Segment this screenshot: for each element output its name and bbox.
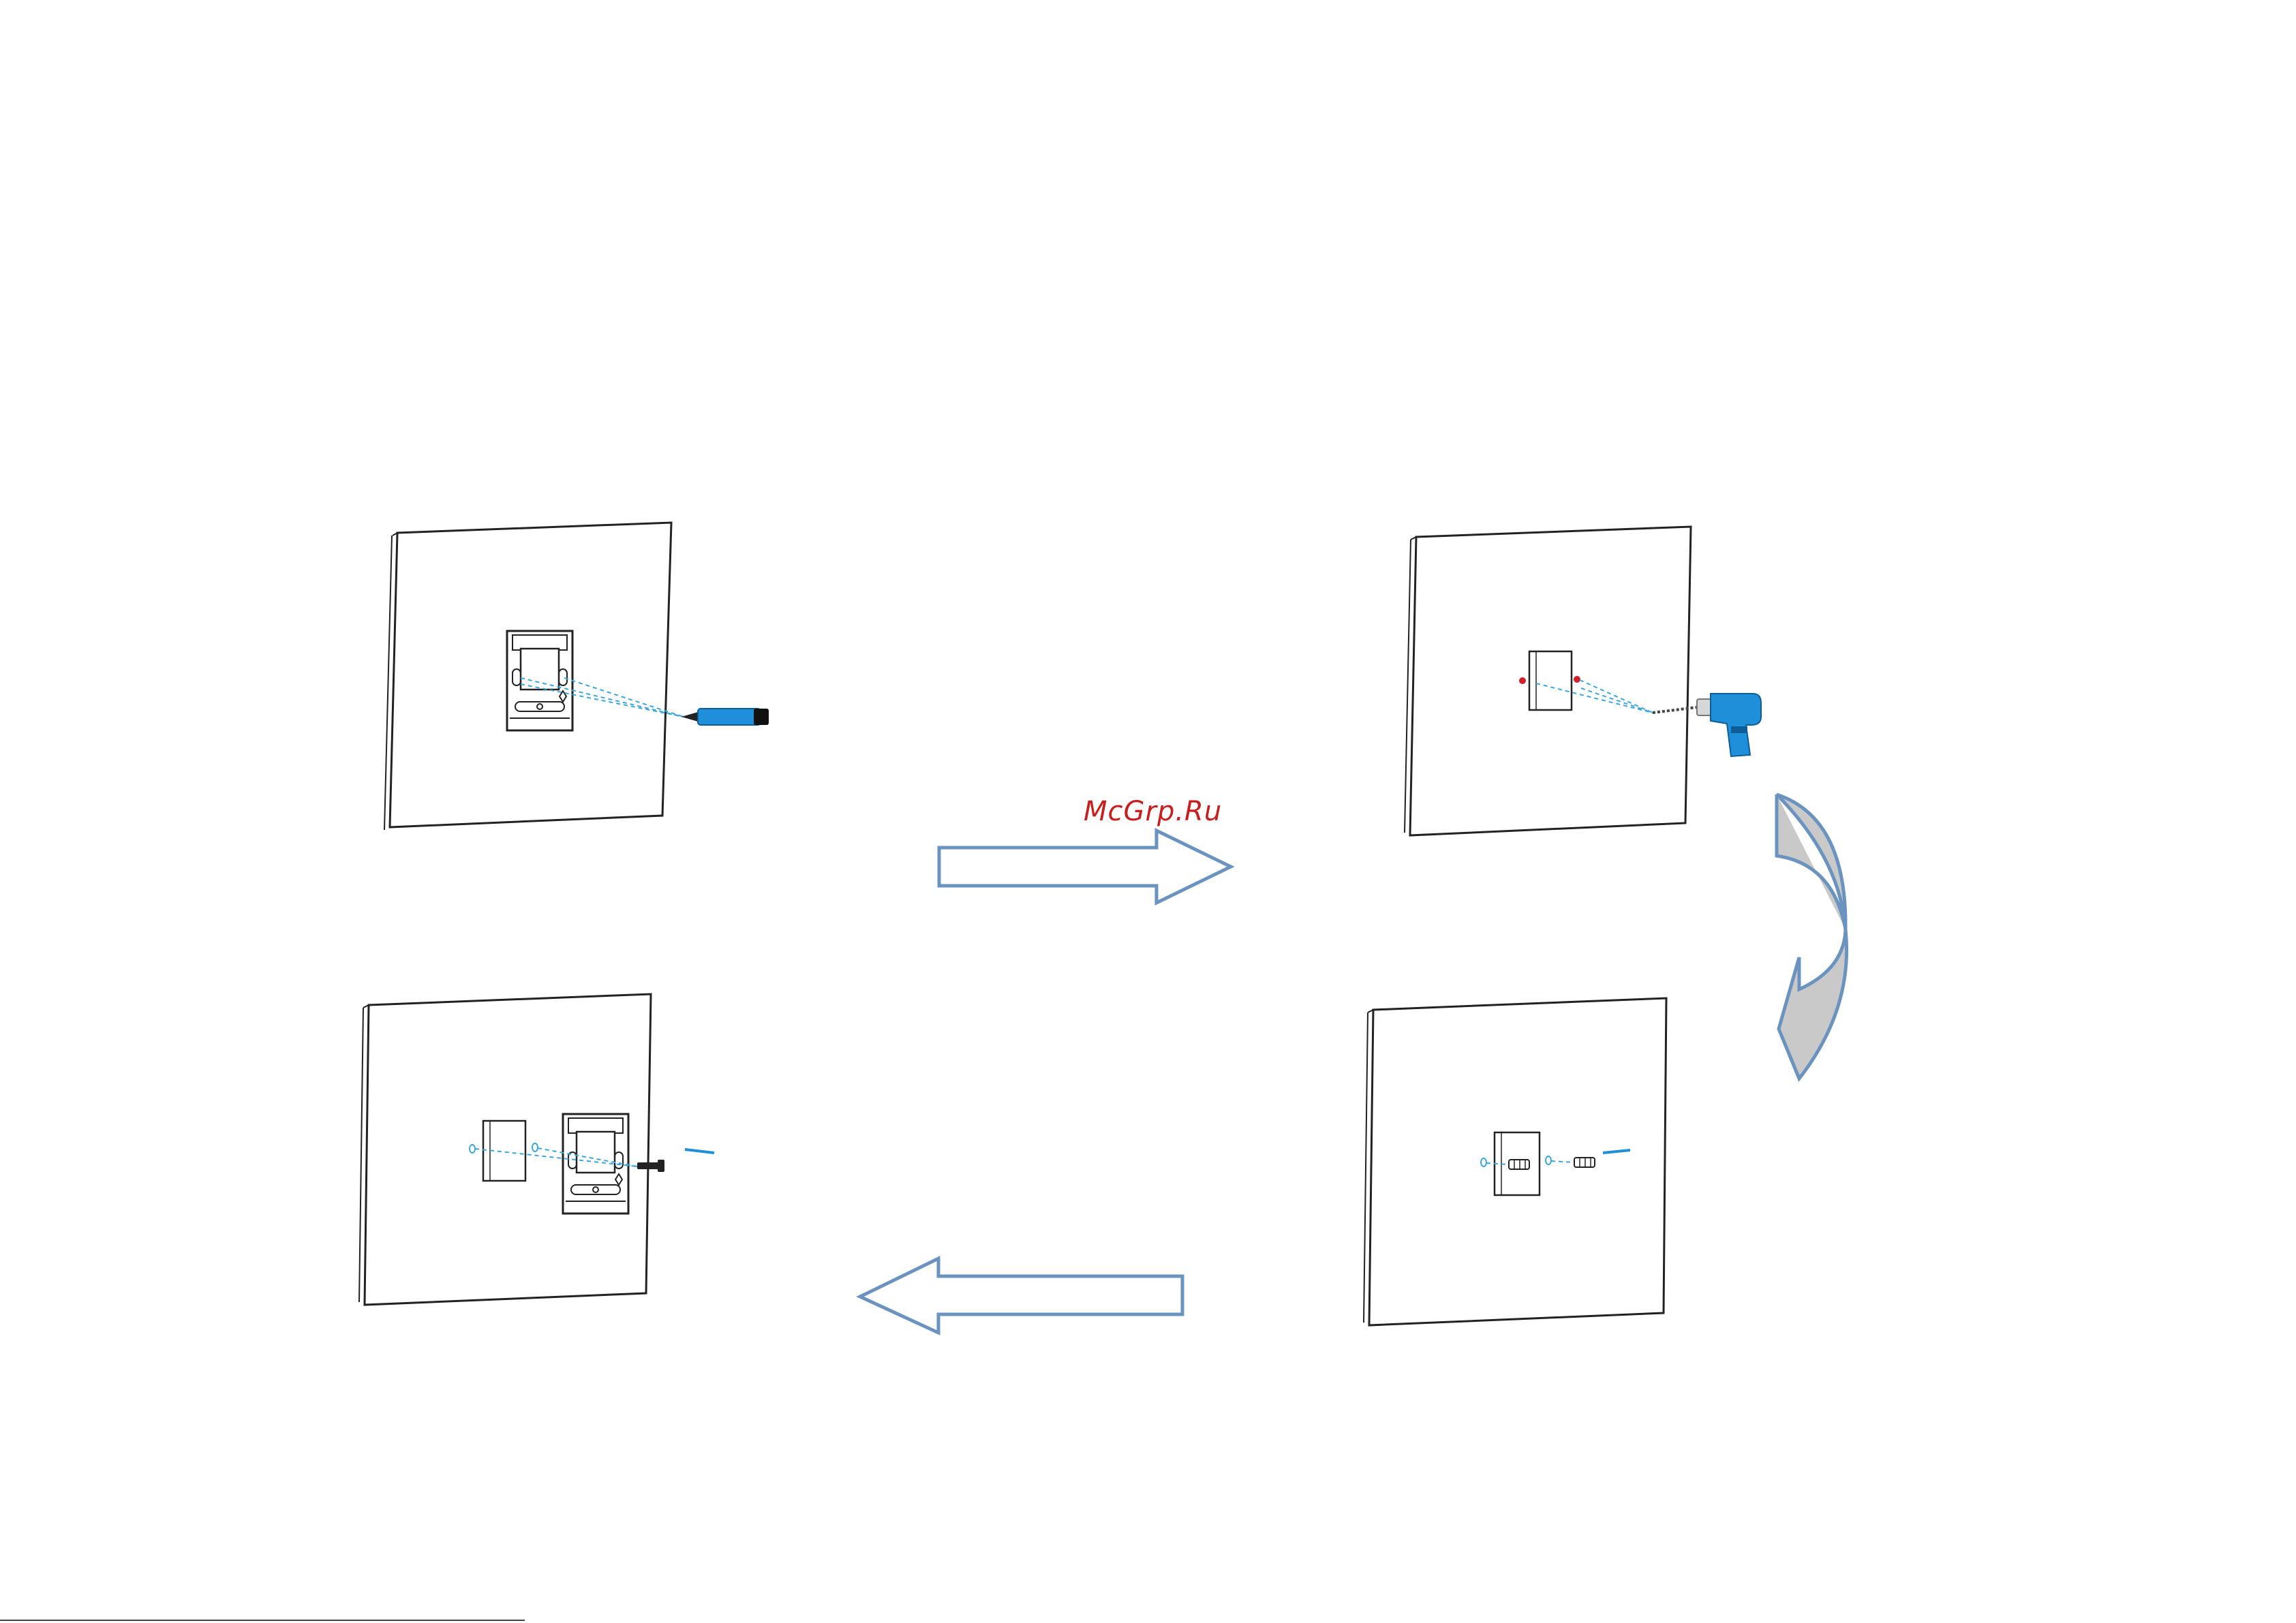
bracket-outline [483, 1121, 525, 1181]
marker-icon [682, 709, 769, 725]
drill-mark [1574, 676, 1580, 683]
watermark-text: McGrp.Ru [1084, 796, 1222, 827]
step-drill-holes [1405, 527, 1761, 835]
insert-direction-arrow [685, 1149, 714, 1153]
mounting-bracket [507, 631, 572, 730]
drill-mark [1519, 677, 1526, 684]
left-arrow-icon [860, 1258, 1182, 1333]
right-arrow-icon [939, 831, 1231, 903]
step-screw-bracket [359, 994, 714, 1305]
bracket-outline [1529, 651, 1572, 710]
anchor-icon [1574, 1158, 1595, 1167]
step-mark-holes [384, 523, 769, 830]
anchor-icon [1509, 1160, 1529, 1169]
mounting-bracket [563, 1114, 628, 1214]
step-insert-anchors [1364, 998, 1666, 1325]
